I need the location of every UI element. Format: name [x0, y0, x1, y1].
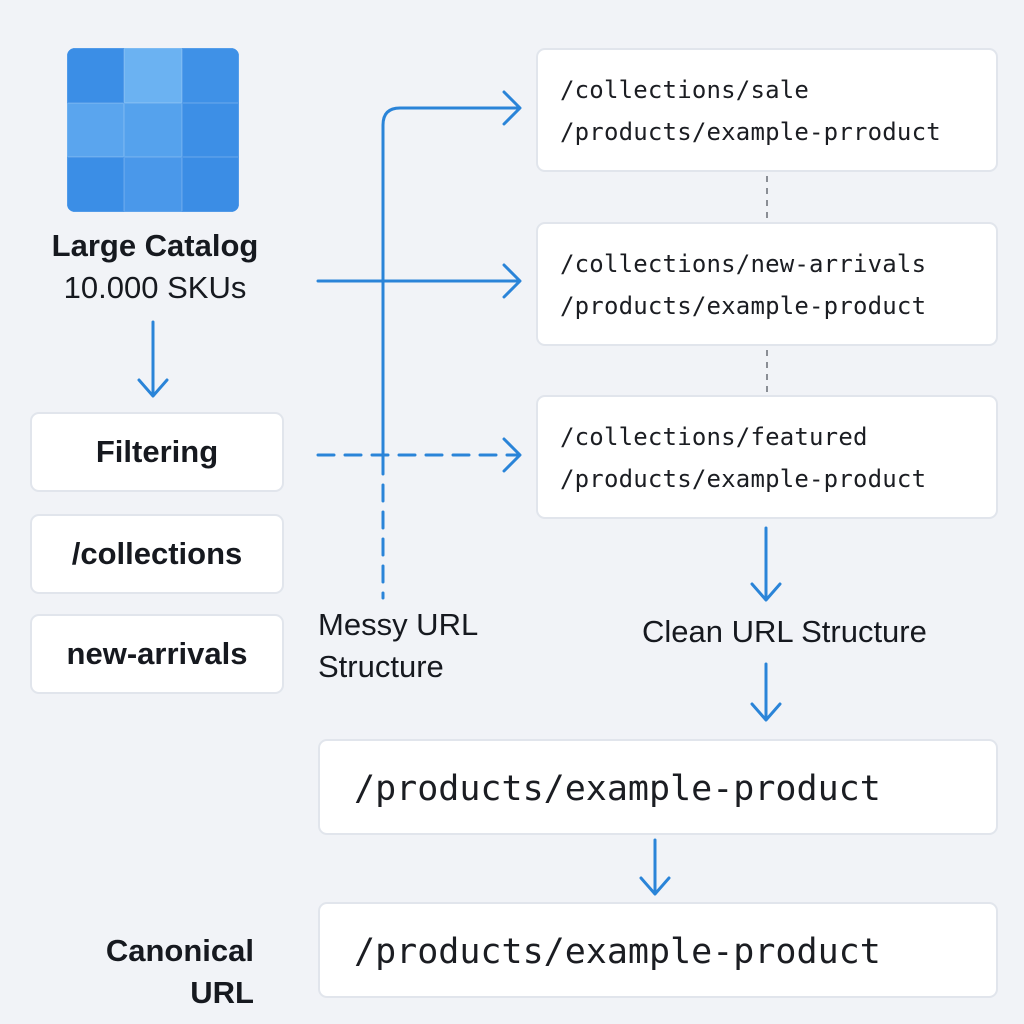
canonical-label-line-2: URL [190, 975, 254, 1010]
messy-url-label-line-1: Messy URL [318, 607, 479, 642]
url-card-line: /products/example-product [560, 465, 927, 493]
arrowhead-to-clean-url [750, 702, 782, 722]
clean-url-structure-label: Clean URL Structure [642, 614, 927, 649]
filtering-card: Filtering [30, 412, 284, 492]
url-card-line: /products/example-product [560, 292, 927, 320]
arrowhead-card-2 [502, 263, 522, 299]
catalog-sku-count: 10.000 SKUs [63, 270, 247, 305]
grid-icon [67, 48, 239, 212]
canonical-url-label: Canonical URL [60, 930, 254, 1014]
arrowhead-to-canonical [639, 876, 671, 896]
url-card-new-arrivals: /collections/new-arrivals /products/exam… [536, 222, 998, 346]
clean-url-text: /products/example-product [354, 769, 881, 809]
url-card-featured: /collections/featured /products/example-… [536, 395, 998, 519]
messy-trunk-line [381, 106, 520, 460]
messy-url-label-line-2: Structure [318, 649, 444, 684]
new-arrivals-card: new-arrivals [30, 614, 284, 694]
url-card-line: /products/example-prroduct [560, 118, 941, 146]
url-card-line: /collections/new-arrivals [560, 250, 927, 278]
url-card-line: /collections/featured [560, 423, 868, 451]
clean-url-card: /products/example-product [318, 739, 998, 835]
new-arrivals-label: new-arrivals [66, 636, 248, 671]
catalog-title: Large Catalog [51, 228, 259, 263]
url-card-sale: /collections/sale /products/example-prro… [536, 48, 998, 172]
canonical-url-text: /products/example-product [354, 932, 881, 972]
filtering-label: Filtering [95, 434, 219, 469]
messy-url-label: Messy URL Structure [318, 604, 478, 688]
arrowhead-card-3 [502, 437, 522, 473]
catalog-summary: Large Catalog 10.000 SKUs [30, 228, 280, 306]
arrowhead-to-clean-label [750, 582, 782, 602]
catalog-down-arrowhead [137, 378, 169, 398]
collections-card: /collections [30, 514, 284, 594]
collections-label: /collections [71, 536, 243, 571]
canonical-label-line-1: Canonical [105, 933, 254, 968]
canonical-url-card: /products/example-product [318, 902, 998, 998]
url-card-line: /collections/sale [560, 76, 810, 104]
arrowhead-card-1 [502, 90, 522, 126]
